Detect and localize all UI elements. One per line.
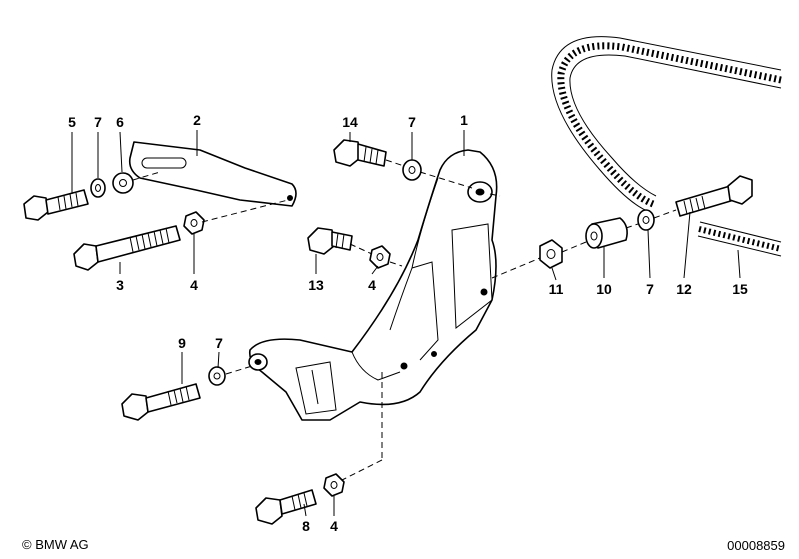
callout-14: 14	[342, 114, 358, 130]
callout-7: 7	[408, 114, 416, 130]
bolt-8	[255, 489, 317, 525]
assembly-lines	[132, 159, 677, 481]
copyright-notice: © BMW AG	[22, 537, 89, 552]
callout-13: 13	[308, 277, 324, 293]
callout-15: 15	[732, 281, 748, 297]
washer-7-d	[208, 366, 226, 386]
v-belt-loop	[551, 36, 782, 213]
nut-11	[539, 239, 563, 269]
sleeve-10	[585, 217, 628, 249]
callout-6: 6	[116, 114, 124, 130]
callout-10: 10	[596, 281, 612, 297]
bolt-12	[675, 175, 753, 217]
callout-4: 4	[330, 518, 338, 534]
callout-12: 12	[676, 281, 692, 297]
callout-7: 7	[646, 281, 654, 297]
callout-labels: 5 7 6 2 14 7 1 3 4 13 4 11 10 7 12 15 9 …	[68, 112, 748, 534]
nut-4-c	[323, 473, 345, 497]
nut-4-b	[369, 245, 391, 269]
leader-lines	[71, 130, 741, 517]
callout-8: 8	[302, 518, 310, 534]
bolt-9	[121, 383, 201, 421]
washer-7-c	[637, 209, 655, 231]
washer-7-a	[90, 178, 106, 198]
callout-4: 4	[368, 277, 376, 293]
callout-7: 7	[215, 335, 223, 351]
washer-7-b	[402, 159, 422, 181]
callout-5: 5	[68, 114, 76, 130]
washer-6	[112, 172, 134, 194]
callout-7: 7	[94, 114, 102, 130]
bolt-5	[23, 189, 89, 221]
callout-3: 3	[116, 277, 124, 293]
callout-2: 2	[193, 112, 201, 128]
document-number: 00008859	[727, 538, 785, 553]
bolt-3	[73, 225, 181, 271]
nut-4-a	[183, 211, 205, 235]
v-belt-section	[697, 221, 782, 257]
bolt-14	[333, 139, 387, 167]
callout-4: 4	[190, 277, 198, 293]
bolt-13	[307, 227, 353, 255]
callout-1: 1	[460, 112, 468, 128]
adjusting-strap	[128, 141, 297, 207]
callout-11: 11	[549, 281, 564, 297]
callout-9: 9	[178, 335, 186, 351]
